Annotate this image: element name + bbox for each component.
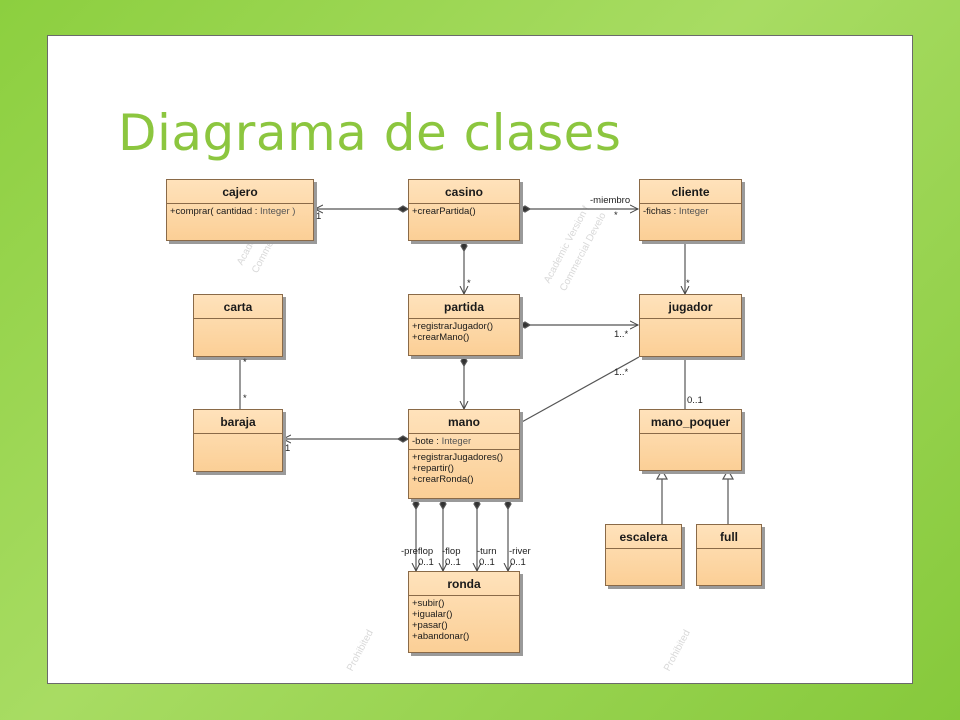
- class-name: mano_poquer: [640, 410, 741, 434]
- attribute: -bote : Integer: [412, 436, 472, 447]
- diamond-casino-cajero: [396, 205, 410, 213]
- multiplicity-label: 0..1: [510, 557, 526, 568]
- class-operations: +registrarJugadores() +repartir() +crear…: [409, 450, 519, 487]
- multiplicity-label: 1..*: [614, 329, 629, 340]
- class-name: full: [697, 525, 761, 549]
- multiplicity-label: 0..1: [418, 557, 434, 568]
- multiplicity-label: *: [686, 278, 690, 289]
- role-label: -turn: [477, 546, 497, 557]
- multiplicity-label: 0..1: [687, 395, 703, 406]
- diamond-mano-ronda-turn: [473, 497, 481, 511]
- class-casino[interactable]: casino +crearPartida(): [408, 179, 520, 241]
- class-mano[interactable]: mano -bote : Integer +registrarJugadores…: [408, 409, 520, 499]
- multiplicity-label: 1: [285, 443, 291, 454]
- class-carta[interactable]: carta: [193, 294, 283, 357]
- class-name: partida: [409, 295, 519, 319]
- operation: +crearMano(): [412, 332, 470, 343]
- diamond-mano-ronda-river: [504, 497, 512, 511]
- class-cajero[interactable]: cajero +comprar( cantidad : Integer ): [166, 179, 314, 241]
- multiplicity-label: *: [243, 357, 247, 368]
- operation: +crearPartida(): [412, 206, 476, 217]
- class-attributes: -bote : Integer: [409, 434, 519, 450]
- diamond-mano-ronda-preflop: [412, 497, 420, 511]
- class-operations: +subir() +igualar() +pasar() +abandonar(…: [409, 596, 519, 644]
- operation: +pasar(): [412, 620, 448, 631]
- role-label: -river: [509, 546, 531, 557]
- class-cliente[interactable]: cliente -fichas : Integer: [639, 179, 742, 241]
- slide-title: Diagrama de clases: [118, 104, 622, 162]
- multiplicity-label: *: [243, 393, 247, 404]
- class-name: escalera: [606, 525, 681, 549]
- role-label: -flop: [442, 546, 461, 557]
- diamond-mano-ronda-flop: [439, 497, 447, 511]
- class-partida[interactable]: partida +registrarJugador() +crearMano(): [408, 294, 520, 356]
- multiplicity-label: *: [614, 210, 618, 221]
- class-baraja[interactable]: baraja: [193, 409, 283, 472]
- class-operations: +comprar( cantidad : Integer ): [167, 204, 313, 219]
- class-operations: +registrarJugador() +crearMano(): [409, 319, 519, 345]
- operation: +repartir(): [412, 463, 454, 474]
- role-label: -miembro: [590, 195, 631, 206]
- edge-mano-jugador: [519, 356, 640, 424]
- class-ronda[interactable]: ronda +subir() +igualar() +pasar() +aban…: [408, 571, 520, 653]
- attribute: -fichas : Integer: [643, 206, 709, 217]
- multiplicity-label: 1: [316, 211, 322, 222]
- class-name: jugador: [640, 295, 741, 319]
- operation: +igualar(): [412, 609, 453, 620]
- class-jugador[interactable]: jugador: [639, 294, 742, 357]
- diamond-partida-mano: [460, 354, 468, 368]
- multiplicity-label: 0..1: [445, 557, 461, 568]
- multiplicity-label: *: [467, 278, 471, 289]
- diamond-mano-baraja: [396, 435, 410, 443]
- diamond-casino-cliente: [518, 205, 532, 213]
- role-label: -preflop: [401, 546, 434, 557]
- diamond-casino-partida: [460, 239, 468, 253]
- class-name: baraja: [194, 410, 282, 434]
- inheritance-triangle-escalera: [655, 468, 669, 480]
- class-mano-poquer[interactable]: mano_poquer: [639, 409, 742, 471]
- operation: +crearRonda(): [412, 474, 474, 485]
- class-name: casino: [409, 180, 519, 204]
- class-name: ronda: [409, 572, 519, 596]
- class-name: cajero: [167, 180, 313, 204]
- class-operations: +crearPartida(): [409, 204, 519, 219]
- operation: +registrarJugadores(): [412, 452, 504, 463]
- class-name: carta: [194, 295, 282, 319]
- inheritance-triangle-full: [721, 468, 735, 480]
- multiplicity-label: 0..1: [479, 557, 495, 568]
- class-name: mano: [409, 410, 519, 434]
- class-name: cliente: [640, 180, 741, 204]
- operation: +registrarJugador(): [412, 321, 494, 332]
- operation: +subir(): [412, 598, 445, 609]
- class-attributes: -fichas : Integer: [640, 204, 741, 219]
- diamond-partida-jugador: [518, 321, 532, 329]
- class-escalera[interactable]: escalera: [605, 524, 682, 586]
- operation: +abandonar(): [412, 631, 470, 642]
- operation: +comprar( cantidad : Integer ): [170, 206, 296, 217]
- class-full[interactable]: full: [696, 524, 762, 586]
- multiplicity-label: 1..*: [614, 367, 629, 378]
